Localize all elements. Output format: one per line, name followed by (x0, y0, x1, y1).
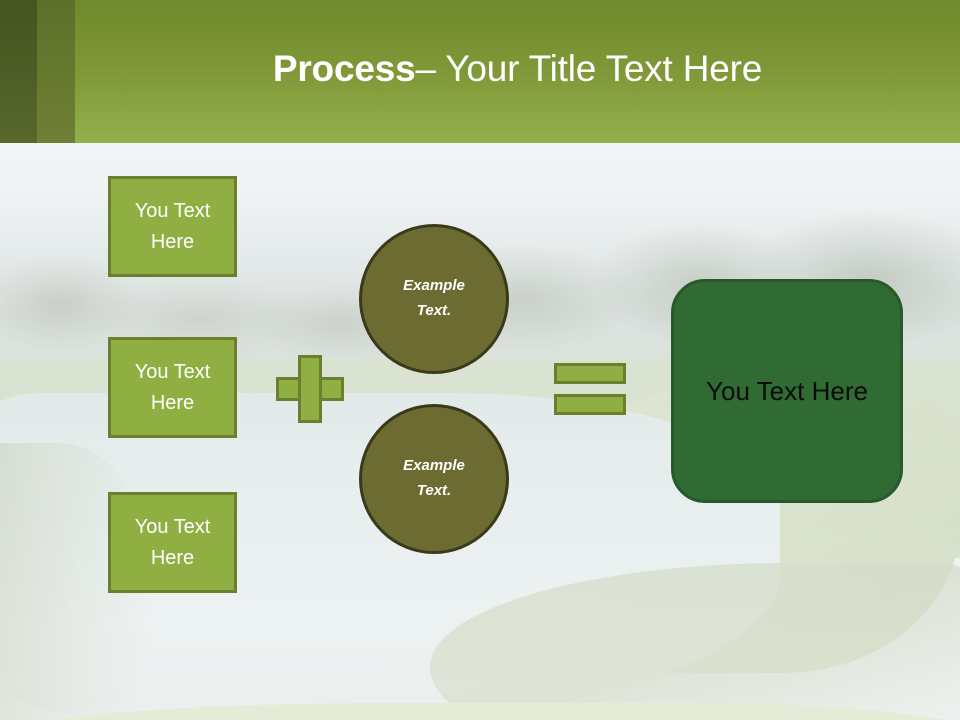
header-accent-band-mid (37, 0, 75, 143)
input-box-1-line1: You Text (134, 199, 211, 222)
example-circle-2-line1: Example (403, 457, 465, 475)
header-background (75, 0, 960, 143)
example-circle-1-line2: Text. (416, 302, 452, 319)
page-title-rest: – Your Title Text Here (415, 47, 763, 89)
equals-icon-bottom-bar (554, 394, 626, 415)
page-title-bold: Process (272, 47, 416, 89)
equals-icon-top-bar (554, 363, 626, 384)
input-box-1-line2: Here (150, 230, 195, 253)
example-circle-2[interactable]: Example Text. (359, 404, 509, 554)
input-box-2[interactable]: You Text Here (108, 337, 237, 438)
photo-green-foreground (0, 703, 960, 720)
plus-icon (276, 355, 344, 423)
result-box-label: You Text Here (706, 375, 868, 406)
example-circle-1-line1: Example (403, 277, 465, 295)
header-accent-band-dark (0, 0, 37, 143)
input-box-3[interactable]: You Text Here (108, 492, 237, 593)
equals-icon (554, 363, 626, 415)
example-circle-1[interactable]: Example Text. (359, 224, 509, 374)
input-box-3-line1: You Text (134, 515, 211, 538)
input-box-1[interactable]: You Text Here (108, 176, 237, 277)
input-box-3-line2: Here (150, 546, 195, 569)
input-box-2-line2: Here (150, 391, 195, 414)
slide-header: Process – Your Title Text Here (0, 0, 960, 143)
result-box[interactable]: You Text Here (671, 279, 903, 503)
plus-icon-center-fill (301, 380, 319, 398)
input-box-2-line1: You Text (134, 360, 211, 383)
page-title: Process – Your Title Text Here (75, 0, 960, 143)
example-circle-2-line2: Text. (416, 482, 452, 499)
